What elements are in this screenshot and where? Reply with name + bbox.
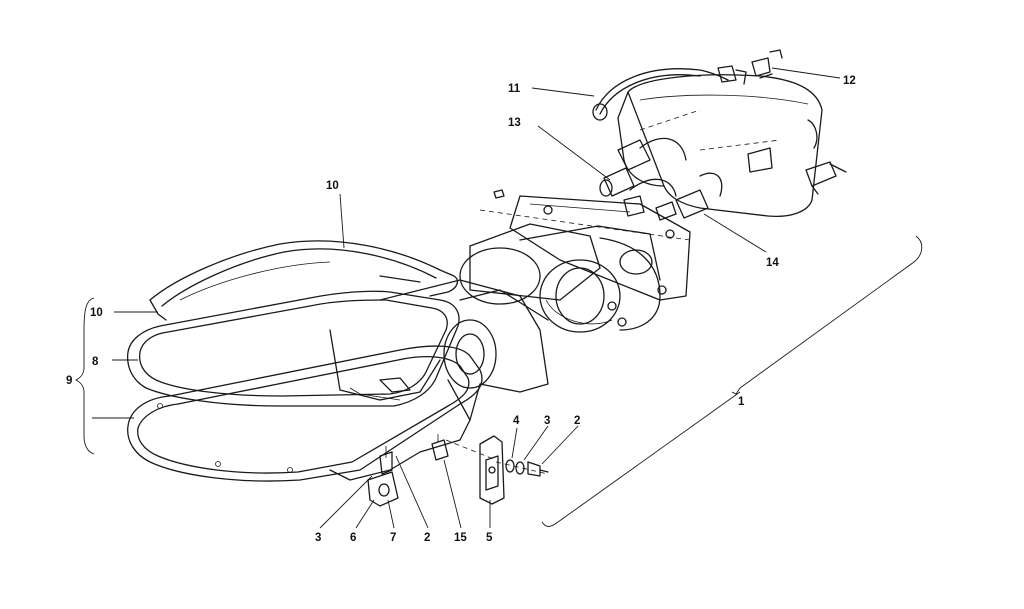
cable xyxy=(592,65,747,121)
screw-washer-set xyxy=(445,439,549,477)
side-clip xyxy=(805,161,847,195)
callout-5: 5 xyxy=(486,532,493,544)
mounting-plate xyxy=(479,189,691,301)
callout-14: 14 xyxy=(766,257,779,269)
headlamp-body xyxy=(329,279,549,481)
callout-13: 13 xyxy=(508,117,521,129)
callout-4: 4 xyxy=(513,415,520,427)
callout-2-top: 2 xyxy=(574,415,580,427)
rear-housing xyxy=(617,74,823,218)
callout-15: 15 xyxy=(454,532,467,544)
lamp-unit xyxy=(459,223,661,333)
callout-10-left: 10 xyxy=(90,307,103,319)
clip xyxy=(751,49,783,79)
connector xyxy=(655,172,723,221)
callout-6: 6 xyxy=(350,532,356,544)
lens-frame xyxy=(149,240,459,321)
callout-labels: 1 2 3 4 5 3 6 7 2 8 9 10 10 11 12 13 14 … xyxy=(66,75,856,544)
callout-9: 9 xyxy=(66,375,72,387)
callout-10-top: 10 xyxy=(326,180,339,192)
callout-7: 7 xyxy=(390,532,396,544)
callout-1: 1 xyxy=(738,396,745,408)
bracket-right xyxy=(479,435,505,505)
leader-lines xyxy=(92,67,841,529)
callout-11: 11 xyxy=(508,83,521,95)
callout-2-bottom: 2 xyxy=(424,532,430,544)
callout-8: 8 xyxy=(92,356,99,368)
bracket-left xyxy=(367,446,399,507)
assembly-bracket xyxy=(541,235,923,527)
seal-ring xyxy=(126,290,460,407)
clip-small xyxy=(431,434,449,461)
group-brace xyxy=(74,297,95,455)
callout-3-bottom: 3 xyxy=(315,532,321,544)
callout-12: 12 xyxy=(843,75,856,87)
bulb-holders xyxy=(599,137,687,217)
callout-3-top: 3 xyxy=(544,415,550,427)
